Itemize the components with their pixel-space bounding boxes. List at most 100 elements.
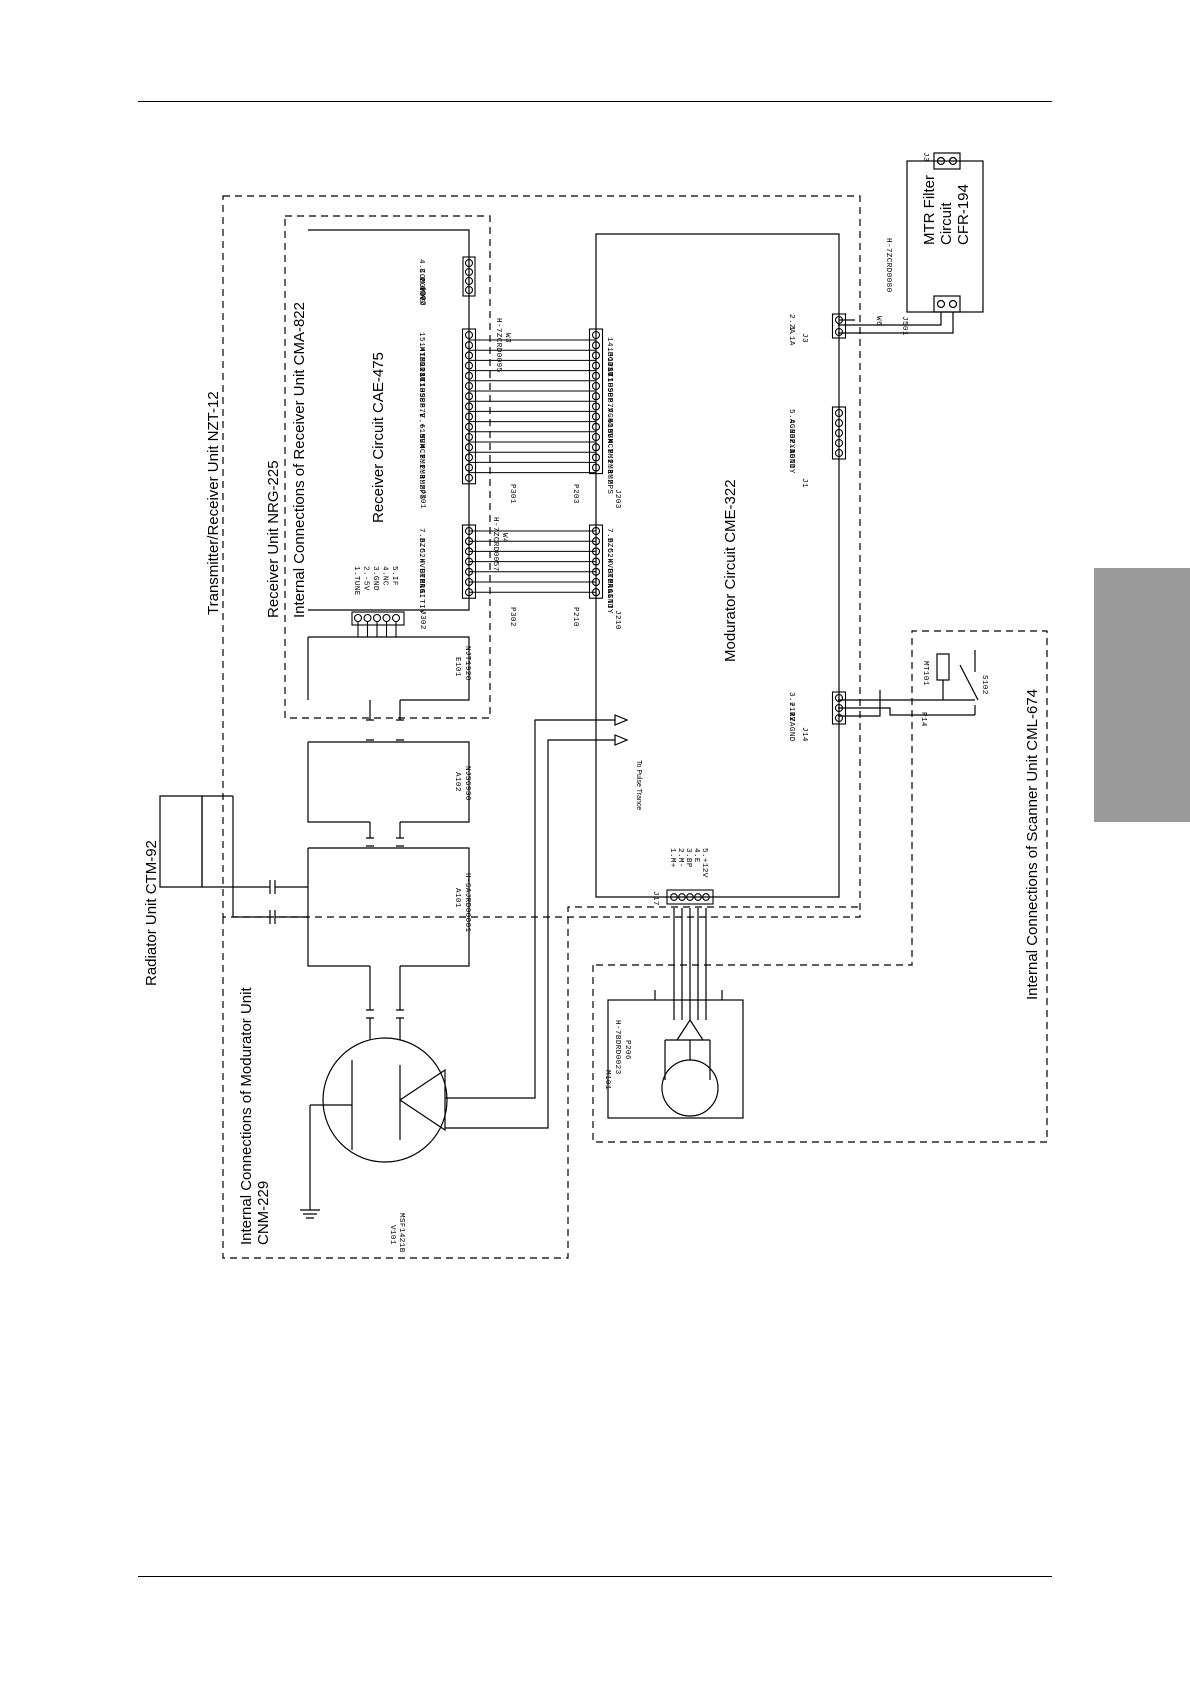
part-v101-b: MSF1421B — [397, 1213, 405, 1253]
pin-label: 4.EBZ — [787, 419, 795, 444]
modulator-unit-box — [222, 906, 860, 1259]
pin — [464, 371, 474, 380]
label-transmitter-receiver: Transmitter/Receiver Unit NZT-12 — [205, 391, 222, 615]
part-w6-a: W6 — [874, 316, 882, 326]
modulator-circuit-box — [595, 233, 840, 898]
pin-label: 2.M- — [676, 848, 684, 868]
pin — [464, 330, 474, 340]
part-e101-b: NJT1928 — [463, 646, 471, 681]
pin-label: 4.PM1 — [605, 439, 613, 464]
pin — [464, 258, 474, 268]
pin-label: 7.+15V — [605, 408, 613, 438]
connector-strip-j203 — [588, 328, 604, 475]
pin-label: 3.COM+ — [417, 268, 425, 298]
harness-w4 — [469, 530, 596, 593]
pin-labels: 15.MTER14.MODIO13.+8V12.TI11.HSP10.BP9.-… — [352, 259, 795, 878]
switch-s102 — [838, 650, 979, 717]
pin — [591, 371, 601, 380]
pin-label: 10.BP — [417, 383, 425, 408]
connector-p14: P14 — [919, 712, 927, 727]
label-scanner-internal: Internal Connections of Scanner Unit CML… — [1024, 689, 1041, 1000]
label-radiator-unit: Radiator Unit CTM-92 — [143, 840, 160, 986]
pin-label: 5.MCT — [605, 429, 613, 454]
part-a101-b: H-6AJRD00001 — [463, 873, 471, 933]
pin — [464, 412, 474, 421]
pin-label: 13.+8V — [605, 347, 613, 377]
pin — [464, 453, 474, 462]
pin-label: 1.TIY — [417, 589, 425, 614]
connector-p301: P301 — [508, 484, 516, 504]
header-rule — [138, 101, 1052, 102]
pin — [694, 893, 702, 901]
pin-label: 3.MAGI — [417, 569, 425, 599]
pin — [464, 341, 474, 350]
pin-label: 5.AGND — [787, 409, 795, 439]
pin-label: 10.BP — [605, 378, 613, 403]
pin — [591, 432, 601, 442]
pin-label: 2.PM2 — [417, 465, 425, 490]
pin — [834, 428, 844, 438]
pin-label: 9.-7V — [417, 393, 425, 418]
pin — [382, 613, 391, 623]
pin — [464, 402, 474, 411]
connector-j3-mtr: J3 — [921, 152, 929, 162]
pin-label: 8.E — [417, 403, 425, 418]
pin — [591, 330, 601, 340]
pin-label: 1.M+ — [668, 848, 676, 868]
connector-strip-j3 — [831, 313, 847, 339]
part-m101-b: H-7BDRD0023 — [613, 1020, 621, 1075]
part-a101-a: A101 — [453, 888, 461, 908]
part-w4-a: H-7ZCRD0057 — [491, 517, 499, 572]
connector-strip-j17 — [666, 889, 714, 905]
connector-strip-j14 — [831, 691, 847, 725]
connector-j203: J203 — [613, 489, 621, 509]
pin — [702, 893, 710, 901]
pin — [591, 351, 601, 360]
pin — [464, 432, 474, 442]
pin-labels-receiver-w3: 15.MTER14.MODIO13.+8V12.TI11.HSP10.BP9.-… — [417, 332, 425, 500]
pin-label: 5.HVER — [605, 548, 613, 578]
pin — [372, 613, 382, 623]
pin — [834, 703, 844, 713]
pin-label: 1.MPS — [417, 475, 425, 500]
pin-label: 7.+15V — [417, 414, 425, 444]
pin-label: 14.MODIO — [417, 342, 425, 382]
part-m101-a: M101 — [603, 1070, 611, 1090]
pin-label: 6.MBK — [417, 424, 425, 449]
pin — [670, 893, 678, 901]
connector-j1: J1 — [800, 478, 808, 488]
pin-label: 2.E — [417, 579, 425, 594]
pin-label: 4.E — [692, 848, 700, 863]
label-receiver-circuit: Receiver Circuit CAE-475 — [370, 352, 387, 523]
pin — [591, 422, 601, 431]
pin-label: 6.MBK — [605, 419, 613, 444]
pin — [686, 893, 694, 901]
pin — [464, 463, 474, 472]
part-w3-b: W3 — [503, 333, 511, 343]
pin-label: 9.-7V — [605, 388, 613, 413]
footer-rule — [138, 1576, 1052, 1577]
magnetron-v101 — [300, 714, 629, 1219]
pin-label: 3.PM3 — [417, 454, 425, 479]
connector-p210: P210 — [571, 607, 579, 627]
part-w3-a: H-7ZCRD0095 — [494, 318, 502, 373]
pin-label: 4.NC — [381, 566, 389, 586]
pin-label: 3.EXBP — [787, 429, 795, 459]
pin-label: 2.VDE — [417, 277, 425, 302]
pin-label: 2.AGND — [787, 439, 795, 469]
connector-strip-j1 — [831, 406, 847, 460]
section-tab — [1094, 568, 1190, 822]
pin — [834, 315, 844, 325]
pin — [834, 448, 844, 458]
pin — [591, 381, 601, 391]
pin-label: 2.-5V — [362, 566, 370, 591]
pin-label: 1.1A — [787, 326, 795, 346]
pin-label: 12.TI — [417, 363, 425, 388]
pin-label: 14.MODIO — [605, 337, 613, 377]
radiator-unit — [201, 795, 234, 917]
